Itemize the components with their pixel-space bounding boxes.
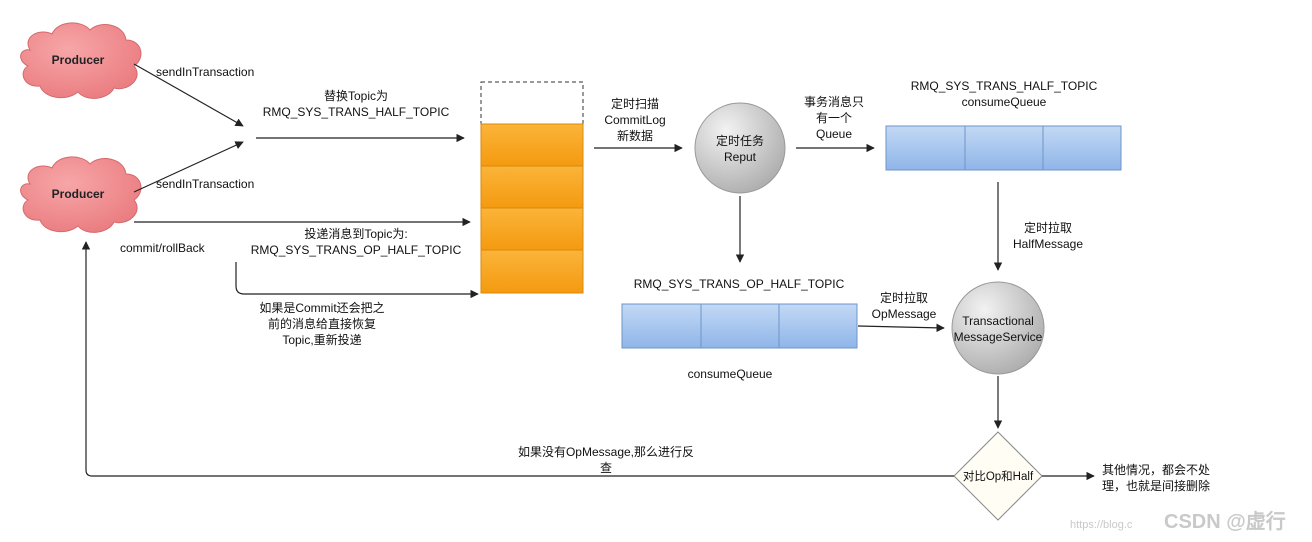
decision-label: 对比Op和Half <box>963 469 1034 483</box>
other-label-2: 理，也就是间接删除 <box>1102 478 1210 493</box>
decision-diamond: 对比Op和Half <box>953 431 1043 521</box>
queue-cell <box>964 125 1044 171</box>
check-back-arrow <box>81 241 954 477</box>
send-arrow-top <box>133 63 244 127</box>
scan-label-2: CommitLog <box>604 113 665 127</box>
commitlog-stack <box>480 81 584 294</box>
deliver-label-2: RMQ_SYS_TRANS_OP_HALF_TOPIC <box>251 243 462 257</box>
no-op-label-2: 查 <box>600 461 612 475</box>
replace-topic-label-1: 替换Topic为 <box>324 89 388 103</box>
op-queue <box>621 303 858 349</box>
tms-label-1: Transactional <box>962 314 1034 328</box>
other-label-1: 其他情况，都会不处 <box>1102 463 1210 477</box>
pull-half-label-1: 定时拉取 <box>1024 220 1072 235</box>
no-op-label-1: 如果没有OpMessage,那么进行反 <box>518 444 694 459</box>
watermark-url: https://blog.c <box>1070 519 1133 531</box>
commitlog-cell <box>480 207 584 251</box>
replace-topic-label-2: RMQ_SYS_TRANS_HALF_TOPIC <box>263 105 450 119</box>
commitlog-empty-slot <box>480 81 584 125</box>
producer-cloud-bottom: Producer <box>20 156 142 233</box>
producer-label: Producer <box>52 53 105 67</box>
watermark-brand: CSDN @虚行 <box>1164 509 1286 533</box>
scan-label-1: 定时扫描 <box>611 96 659 111</box>
queue-cell <box>1042 125 1122 171</box>
op-queue-subtitle: consumeQueue <box>688 367 773 381</box>
reput-label-1: 定时任务 <box>716 133 764 148</box>
tms-label-2: MessageService <box>954 330 1043 344</box>
half-queue-title: RMQ_SYS_TRANS_HALF_TOPIC <box>911 79 1098 93</box>
producer-label: Producer <box>52 187 105 201</box>
half-queue-subtitle: consumeQueue <box>962 95 1047 109</box>
commitlog-cell <box>480 249 584 294</box>
half-queue <box>885 125 1122 171</box>
commitlog-cell <box>480 123 584 167</box>
pull-op-label-2: OpMessage <box>872 307 937 321</box>
commit-rollback-label: commit/rollBack <box>120 241 206 255</box>
producer-cloud-top: Producer <box>20 22 142 99</box>
pull-half-label-2: HalfMessage <box>1013 237 1083 251</box>
reput-node: 定时任务 Reput <box>694 102 786 194</box>
queue-cell <box>885 125 966 171</box>
commit-restore-label-3: Topic,重新投递 <box>282 332 361 347</box>
queue-cell <box>778 303 858 349</box>
commit-restore-arrow <box>235 262 479 299</box>
pull-op-arrow <box>857 323 945 333</box>
queue-cell <box>700 303 780 349</box>
send-label-bottom: sendInTransaction <box>156 177 254 191</box>
only-queue-label-1: 事务消息只 <box>804 94 864 109</box>
reput-label-2: Reput <box>724 150 757 164</box>
deliver-label-1: 投递消息到Topic为: <box>304 226 407 241</box>
queue-cell <box>621 303 702 349</box>
scan-label-3: 新数据 <box>617 128 653 143</box>
only-queue-label-3: Queue <box>816 127 852 141</box>
send-arrow-bottom <box>133 141 244 193</box>
commit-restore-label-2: 前的消息给直接恢复 <box>268 316 376 331</box>
commitlog-cell <box>480 165 584 209</box>
transactional-message-service-node: Transactional MessageService <box>951 281 1045 375</box>
only-queue-label-2: 有一个 <box>816 111 852 125</box>
pull-op-label-1: 定时拉取 <box>880 290 928 305</box>
commit-restore-label-1: 如果是Commit还会把之 <box>259 300 384 315</box>
op-queue-title: RMQ_SYS_TRANS_OP_HALF_TOPIC <box>634 277 845 291</box>
send-label-top: sendInTransaction <box>156 65 254 79</box>
